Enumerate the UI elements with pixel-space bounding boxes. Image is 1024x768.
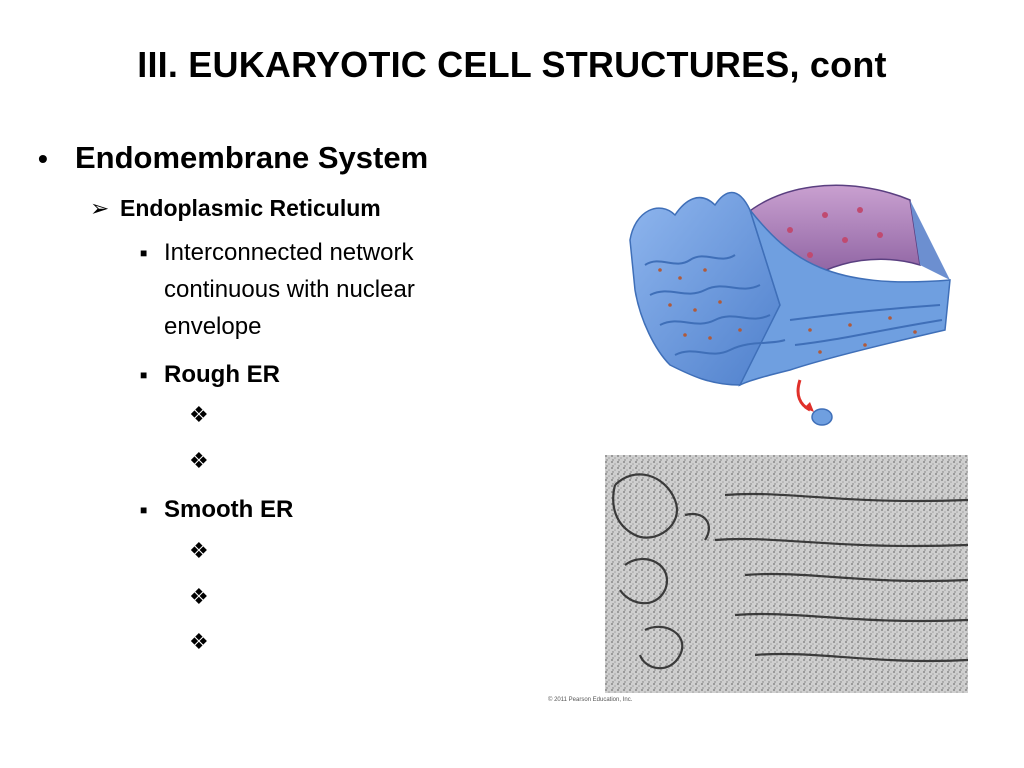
image-credit: © 2011 Pearson Education, Inc. — [548, 697, 633, 703]
slide-title: III. EUKARYOTIC CELL STRUCTURES, cont — [137, 44, 887, 85]
item-line: Interconnected network — [164, 239, 414, 266]
bullet-text: Endomembrane System — [75, 140, 429, 175]
empty-bullet-3: ❖ — [189, 538, 209, 563]
item-line: Rough ER — [164, 361, 280, 388]
er-3d-illustration — [629, 184, 951, 426]
item-line: envelope — [164, 313, 262, 340]
sub-bullet-endoplasmic-reticulum: ➢ Endoplasmic Reticulum — [90, 195, 381, 222]
square-bullet-icon: ■ — [140, 503, 148, 517]
sub-bullet-text: Endoplasmic Reticulum — [120, 195, 381, 221]
item-line: Smooth ER — [164, 496, 294, 523]
item-rough-er: ■ Rough ER — [140, 356, 280, 393]
er-micrograph — [605, 455, 968, 693]
item-interconnected-network: ■ Interconnected network continuous with… — [140, 234, 415, 345]
bullet-endomembrane-system: • Endomembrane System — [38, 140, 428, 176]
empty-bullet-1: ❖ — [189, 402, 209, 427]
square-bullet-icon: ■ — [140, 246, 148, 260]
square-bullet-icon: ■ — [140, 368, 148, 382]
empty-bullet-2: ❖ — [189, 448, 209, 473]
arrow-bullet-icon: ➢ — [90, 195, 110, 221]
bullet-dot: • — [38, 143, 48, 174]
item-smooth-er: ■ Smooth ER — [140, 491, 293, 528]
item-line: continuous with nuclear — [164, 276, 415, 303]
empty-bullet-4: ❖ — [189, 584, 209, 609]
empty-bullet-5: ❖ — [189, 629, 209, 654]
